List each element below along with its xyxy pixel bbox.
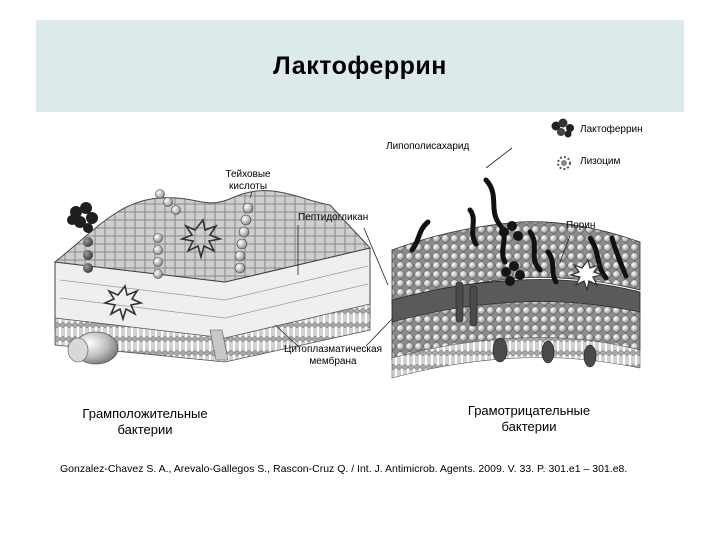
- gram-negative-caption: Грамотрицательные бактерии: [444, 403, 614, 435]
- porin-label: Порин: [566, 220, 596, 231]
- peptidoglycan-label: Пептидогликан: [298, 212, 369, 223]
- citation-reference: Gonzalez-Chavez S. A., Arevalo-Gallegos …: [60, 463, 628, 475]
- lysozyme-legend-icon: [557, 156, 571, 170]
- lactoferrin-legend-icon: [551, 118, 574, 138]
- gram-positive-caption-line1: Грамположительные: [82, 406, 208, 421]
- teichoic-acids-label: Тейховые кислоты: [213, 169, 283, 193]
- gram-negative-caption-line2: бактерии: [501, 419, 557, 434]
- lysozyme-legend-label: Лизоцим: [580, 156, 621, 167]
- lipopolysaccharide-leader: [485, 147, 513, 169]
- cytoplasmic-membrane-label-line2: мембрана: [309, 356, 357, 367]
- membrane-leader-right: [365, 317, 394, 347]
- gram-positive-cell-wall: [53, 189, 371, 365]
- lipopolysaccharide-label: Липополисахарид: [386, 141, 470, 152]
- membrane-leader-left: [274, 324, 299, 347]
- teichoic-leader: [249, 191, 253, 199]
- peptidoglycan-leader-right: [363, 227, 389, 286]
- porin-leader: [559, 235, 571, 263]
- lactoferrin-legend-label: Лактоферрин: [580, 124, 643, 135]
- cytoplasmic-membrane-label: Цитоплазматическая мембрана: [263, 344, 403, 368]
- teichoic-acids-label-line1: Тейховые: [225, 169, 271, 180]
- gram-negative-cell-wall: [391, 177, 641, 379]
- page-title: Лактоферрин: [273, 52, 447, 80]
- gram-positive-caption-line2: бактерии: [117, 422, 173, 437]
- gram-negative-caption-line1: Грамотрицательные: [467, 403, 591, 418]
- teichoic-acids-label-line2: кислоты: [228, 181, 268, 192]
- title-band: Лактоферрин: [36, 20, 684, 112]
- cytoplasmic-membrane-label-line1: Цитоплазматическая: [283, 344, 383, 355]
- gram-positive-caption: Грамположительные бактерии: [60, 406, 230, 438]
